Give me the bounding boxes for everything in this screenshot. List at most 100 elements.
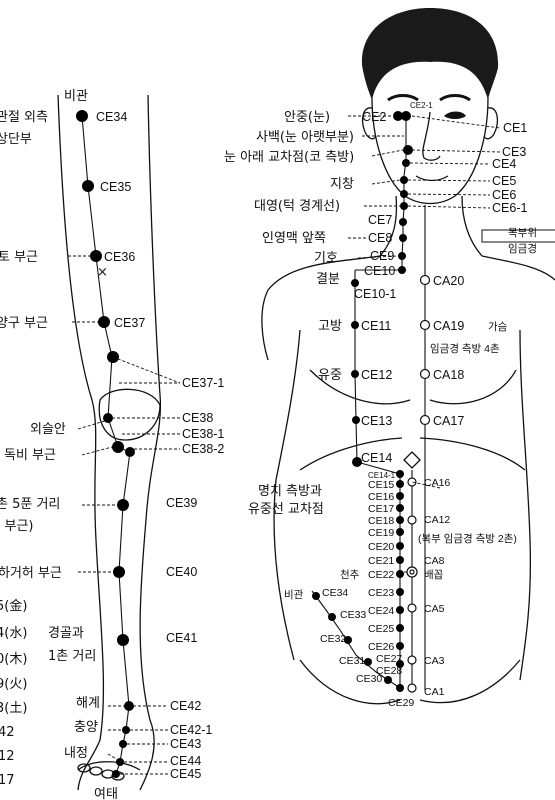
code-ce35: CE35 — [100, 180, 131, 194]
point-ce3 — [403, 145, 413, 155]
xiphoid — [403, 451, 421, 469]
neck-left — [379, 195, 398, 257]
point-ce45 — [112, 770, 120, 778]
foot — [77, 761, 141, 771]
point-ce31 — [364, 658, 372, 666]
code-ce21: CE21 — [368, 555, 394, 567]
point-ce18 — [396, 516, 404, 524]
point-ce19 — [396, 528, 404, 536]
code-ce24: CE24 — [368, 605, 394, 617]
label-gyeolbun: 결분 — [316, 272, 340, 287]
code-ca19: CA19 — [433, 319, 464, 333]
code-ce4: CE4 — [492, 157, 516, 171]
code-ce41: CE41 — [166, 631, 197, 645]
code-ce11: CE11 — [361, 319, 391, 333]
label-nuna: 눈 아래 교차점(코 측방) — [224, 150, 354, 165]
leg-figure: × — [57, 94, 162, 791]
leg-labels: 관절 외측 상단부 비관 토 부근 양구 부근 외슬안 독비 부근 촌 5푼 거… — [0, 89, 118, 800]
code-ce23: CE23 — [368, 587, 394, 599]
point-ce43 — [119, 740, 127, 748]
point-ce27 — [396, 660, 404, 668]
code-ce29: CE29 — [388, 697, 414, 709]
point-ce42 — [124, 701, 134, 711]
code-ce6: CE6 — [492, 188, 516, 202]
code-ce15: CE15 — [368, 479, 394, 491]
point-ca5 — [407, 603, 417, 613]
leg-leaders — [68, 255, 181, 775]
leg-outline-left — [57, 94, 105, 791]
code-ce39: CE39 — [166, 496, 197, 510]
code-ce2: CE2 — [362, 110, 386, 124]
mouth — [415, 175, 449, 182]
point-ce2 — [393, 111, 403, 121]
point-ce30 — [384, 676, 392, 684]
code-ca5: CA5 — [424, 603, 445, 615]
code-ce26: CE26 — [368, 641, 394, 653]
code-ce14-1: CE14-1 — [368, 471, 396, 480]
code-ce45: CE45 — [170, 767, 201, 781]
code-ca17: CA17 — [433, 414, 464, 428]
point-ce17 — [396, 504, 404, 512]
code-ce34-leg: CE34 — [96, 110, 127, 124]
leg-meridian-line — [81, 115, 131, 775]
label-cheonchu: 천추 — [340, 569, 360, 581]
label-n12: 12 — [0, 749, 15, 764]
code-ce38-2: CE38-2 — [182, 442, 224, 456]
code-ce34-body: CE34 — [322, 587, 348, 599]
belly-left — [299, 659, 401, 705]
label-myeongchi-1: 명치 측방과 — [258, 484, 322, 499]
label-hageoheo: 하거허 부근 — [0, 566, 62, 581]
label-daeyeong: 대영(턱 경계선) — [254, 199, 340, 214]
point-ce34-leg — [76, 110, 88, 122]
code-ce25: CE25 — [368, 623, 394, 635]
code-ce19: CE19 — [368, 527, 394, 539]
code-ce14: CE14 — [361, 451, 392, 465]
code-ca8: CA8 — [424, 555, 445, 567]
point-ce38-1 — [112, 441, 124, 453]
point-ca3 — [407, 655, 417, 665]
code-ca3: CA3 — [424, 655, 445, 667]
code-ce7: CE7 — [368, 213, 392, 227]
label-el-mok: 0(木) — [0, 652, 27, 667]
kneecap — [98, 388, 161, 441]
point-ce15 — [396, 480, 404, 488]
code-ce40: CE40 — [166, 565, 197, 579]
code-ce37-1: CE37-1 — [182, 376, 224, 390]
point-ce20 — [396, 542, 404, 550]
label-inyeong: 인영맥 앞쪽 — [262, 231, 326, 246]
label-mokbu-1: 목부위 — [508, 226, 537, 239]
point-ca12 — [407, 515, 417, 525]
shoulder-left — [261, 255, 381, 361]
label-gobang: 고방 — [318, 319, 342, 334]
point-ca20 — [419, 274, 431, 286]
point-ce23 — [396, 588, 404, 596]
code-ce8: CE8 — [368, 231, 392, 245]
code-ce43: CE43 — [170, 737, 201, 751]
toe-1 — [77, 763, 91, 773]
code-ce10-1: CE10-1 — [354, 287, 396, 301]
code-ce3: CE3 — [502, 145, 526, 159]
nose — [422, 111, 441, 161]
code-ce6-1: CE6-1 — [492, 201, 527, 215]
shoulder-right — [481, 255, 555, 281]
label-oeseulan: 외슬안 — [30, 422, 66, 437]
point-ce7 — [399, 218, 407, 226]
point-ce41 — [117, 634, 129, 646]
neck-right — [461, 195, 483, 257]
point-ce38-2 — [125, 447, 135, 457]
point-ca19 — [419, 319, 431, 331]
code-ce38: CE38 — [182, 411, 213, 425]
code-ca12: CA12 — [424, 514, 450, 526]
pec-right — [429, 369, 517, 405]
ear-left — [361, 107, 377, 140]
ribs — [299, 437, 526, 471]
point-ce34-body — [312, 592, 320, 600]
eyebrow-right — [439, 94, 471, 102]
toe-2 — [89, 766, 103, 776]
point-ce36 — [90, 250, 102, 262]
label-biguan-leg: 비관 — [64, 89, 88, 104]
label-yanggu: 양구 부근 — [0, 316, 48, 331]
label-ce39-b: | 부근) — [0, 519, 34, 534]
code-ce9: CE9 — [370, 249, 394, 263]
point-ce37 — [98, 316, 110, 328]
